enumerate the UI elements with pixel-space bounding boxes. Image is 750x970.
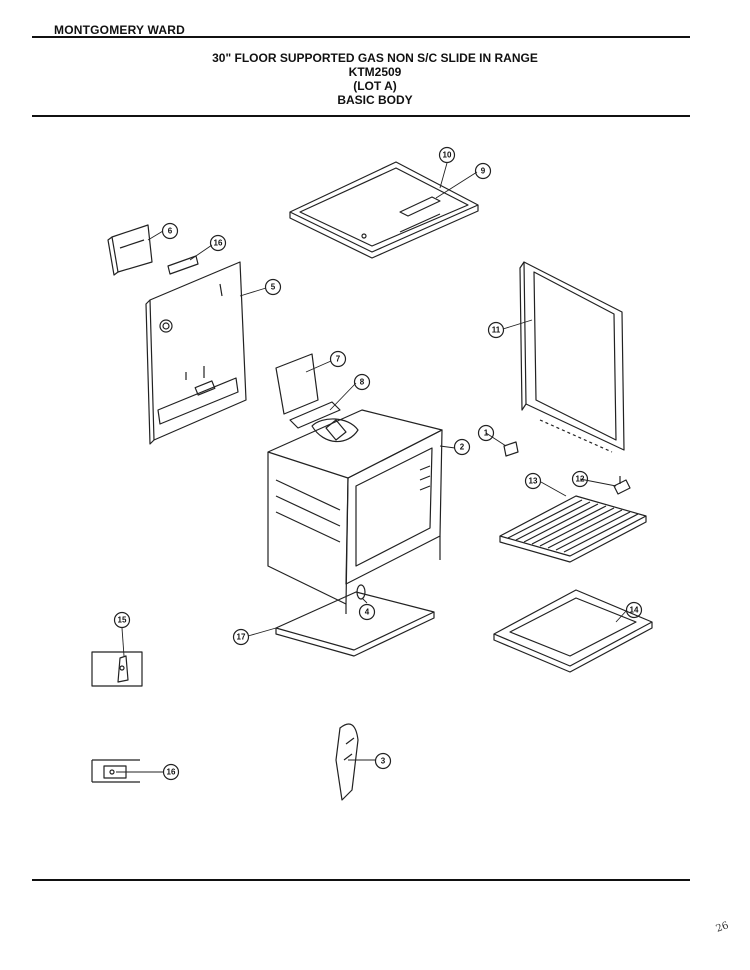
leader-lines	[116, 162, 628, 773]
header-rule-bottom	[32, 115, 690, 117]
brand-name: MONTGOMERY WARD	[54, 23, 185, 37]
callout-number-10: 10	[443, 151, 452, 160]
callout-number-13: 13	[529, 477, 538, 486]
title-line-section: BASIC BODY	[337, 93, 413, 107]
title-line-model-desc: 30" FLOOR SUPPORTED GAS NON S/C SLIDE IN…	[212, 51, 538, 65]
callout-number-4: 4	[365, 608, 370, 617]
callout-number-14: 14	[630, 606, 639, 615]
part-back-panel	[145, 261, 247, 445]
callout-circles	[113, 146, 643, 781]
part-leveler-12	[613, 476, 631, 495]
part-knob-1	[503, 441, 519, 457]
callout-number-16-lower: 16	[167, 768, 176, 777]
part-top-panel	[289, 161, 479, 259]
part-base-plate	[275, 591, 435, 657]
part-oven-body	[267, 409, 443, 614]
callout-number-1: 1	[484, 429, 489, 438]
title-line-lot: (LOT A)	[353, 79, 397, 93]
callout-number-16: 16	[214, 239, 223, 248]
callout-number-17: 17	[237, 633, 246, 642]
callout-number-9: 9	[481, 167, 486, 176]
title-line-model-number: KTM2509	[348, 65, 402, 79]
part-latch-16	[91, 759, 140, 783]
callout-number-8: 8	[360, 378, 365, 387]
callout-number-5: 5	[271, 283, 276, 292]
callout-number-15: 15	[118, 616, 127, 625]
part-hinge-15	[91, 651, 143, 687]
footer-rule	[32, 879, 690, 881]
part-oven-rack	[499, 495, 647, 563]
part-clip-16	[167, 255, 199, 275]
callout-number-3: 3	[381, 757, 386, 766]
callout-number-6: 6	[168, 227, 173, 236]
part-bracket-6	[107, 224, 153, 276]
header-rule-top	[32, 36, 690, 38]
part-spring-3	[335, 723, 359, 801]
page-title: 30" FLOOR SUPPORTED GAS NON S/C SLIDE IN…	[0, 51, 750, 107]
callout-number-2: 2	[460, 443, 465, 452]
part-broiler-pan	[493, 589, 653, 673]
callout-number-7: 7	[336, 355, 341, 364]
callout-number-11: 11	[492, 326, 501, 335]
part-door-frame	[519, 261, 625, 453]
callout-number-12: 12	[576, 475, 585, 484]
